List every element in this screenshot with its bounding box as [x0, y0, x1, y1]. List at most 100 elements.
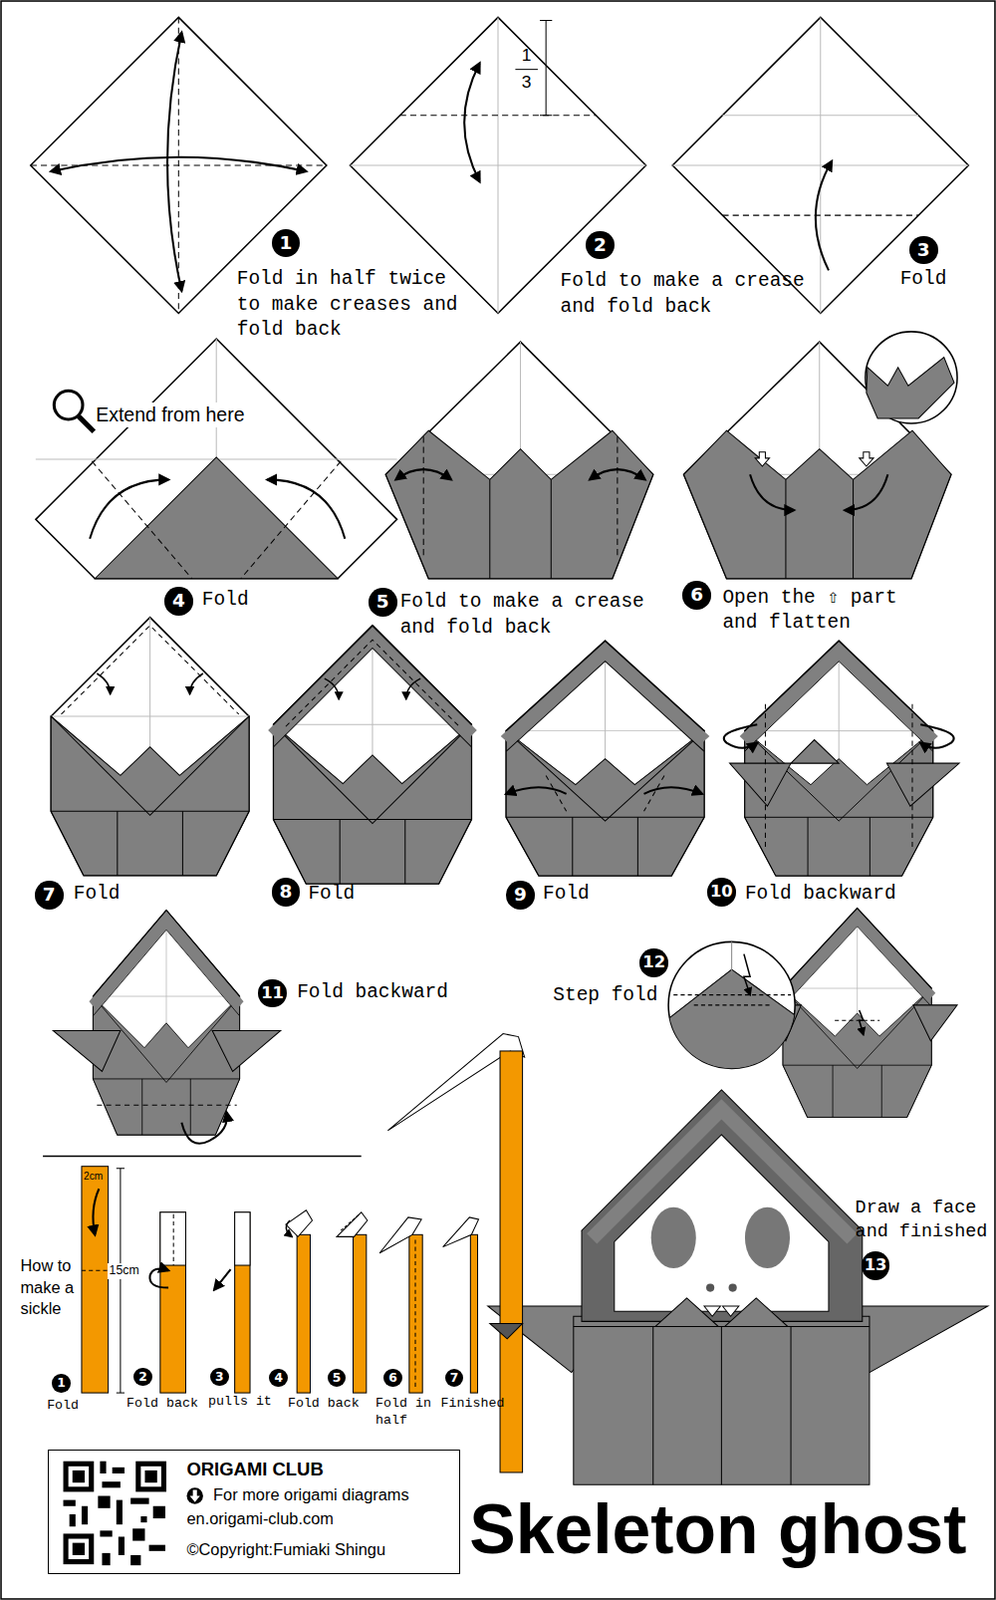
final-skeleton-ghost — [729, 1282, 738, 1291]
step-10-figure — [724, 640, 960, 876]
final-skeleton-ghost — [722, 1305, 739, 1316]
step-number-text: 2 — [593, 236, 607, 254]
step-6-figure — [818, 341, 820, 460]
step-number: 9 — [505, 880, 535, 910]
step-label: 2cm — [83, 1169, 103, 1183]
step-8-figure — [406, 678, 421, 699]
step-7-figure — [190, 673, 204, 694]
step-6-figure — [683, 430, 951, 579]
step-4-figure — [216, 338, 218, 460]
step-number: 4 — [268, 1368, 287, 1387]
sickle-steps — [353, 1234, 367, 1393]
sickle-steps — [81, 1269, 109, 1271]
step-3-figure — [815, 161, 832, 271]
step-label: How to make a sickle — [19, 1254, 86, 1319]
step-number-text: 7 — [450, 1371, 460, 1384]
step-number: 12 — [639, 948, 669, 978]
step-5-figure — [550, 479, 552, 578]
step-number: 2 — [133, 1367, 152, 1386]
qr-code — [130, 1554, 141, 1565]
step-2-figure — [514, 68, 538, 70]
footer-text: ORIGAMI CLUB — [186, 1458, 323, 1481]
step-number-text: 3 — [917, 241, 931, 259]
step-12-figure — [782, 908, 932, 1118]
step-4-figure — [78, 416, 94, 432]
step-label: Fold in half twice to make creases and f… — [237, 266, 460, 343]
step-10-figure — [911, 704, 913, 847]
step-4-figure — [91, 461, 192, 579]
step-12-figure — [673, 994, 791, 996]
sickle-steps — [173, 1214, 175, 1265]
step-8-figure — [285, 639, 460, 727]
step-10-figure — [724, 724, 757, 748]
step-10-figure — [745, 640, 934, 751]
footer-text: For more origami diagrams — [213, 1485, 410, 1504]
qr-code — [118, 1535, 125, 1554]
sickle-steps — [336, 1212, 368, 1238]
qr-code — [149, 1544, 166, 1551]
sickle-steps — [149, 1267, 169, 1287]
final-skeleton-ghost — [652, 1326, 654, 1486]
qr-code — [81, 1505, 88, 1524]
qr-code — [72, 1470, 85, 1483]
qr-code — [144, 1470, 157, 1483]
step-number: 5 — [368, 587, 398, 617]
qr-code — [63, 1461, 95, 1493]
final-skeleton-ghost — [573, 1315, 870, 1485]
step-5-figure — [589, 469, 645, 480]
step-number-text: 1 — [278, 234, 292, 252]
sickle-steps — [235, 1212, 250, 1393]
qr-code — [99, 1461, 106, 1474]
footer-text: en.origami-club.com — [186, 1508, 333, 1528]
step-number: 3 — [909, 236, 939, 265]
step-12-figure — [653, 969, 817, 1082]
sickle-steps — [285, 1220, 292, 1237]
step-12-figure — [694, 1003, 771, 1005]
qr-code — [63, 1499, 76, 1506]
step-8-figure — [273, 625, 473, 747]
down-arrow-icon — [190, 1489, 201, 1501]
step-label: Fold in half — [375, 1394, 435, 1430]
step-11-figure — [52, 910, 280, 1144]
step-7-figure — [96, 673, 110, 694]
step-number: 10 — [707, 877, 737, 907]
step-number-text: 3 — [215, 1370, 225, 1383]
step-10-figure — [886, 762, 960, 806]
step-5-figure — [423, 436, 425, 556]
qr-code — [135, 1461, 167, 1493]
sickle-steps — [214, 1268, 231, 1289]
step-label: Fold to make a crease and fold back — [400, 589, 656, 641]
step-10-figure — [745, 640, 934, 876]
step-label: Fold — [46, 1396, 79, 1414]
step-label: Step fold — [552, 983, 658, 1008]
step-6-figure — [749, 474, 794, 510]
step-9-figure — [505, 640, 705, 751]
step-12-figure — [782, 908, 932, 1007]
final-skeleton-ghost — [651, 1207, 697, 1268]
qr-code — [60, 1459, 169, 1567]
qr-code — [60, 1459, 169, 1567]
step-label: Draw a face and finished — [855, 1196, 993, 1245]
step-number-text: 9 — [513, 885, 527, 904]
step-2-figure — [497, 16, 498, 313]
qr-code — [63, 1532, 95, 1564]
final-skeleton-ghost — [790, 1326, 792, 1486]
final-skeleton-ghost — [573, 1325, 870, 1327]
final-skeleton-ghost — [706, 1282, 715, 1291]
qr-code — [130, 1497, 149, 1504]
qr-code — [68, 1466, 89, 1487]
sickle-steps — [116, 1167, 125, 1169]
qr-code — [72, 1542, 85, 1555]
step-number-text: 4 — [172, 591, 186, 610]
step-6-figure — [844, 474, 888, 510]
step-8-figure — [324, 678, 339, 699]
step-label: Fold — [307, 881, 355, 907]
sickle-steps — [81, 1166, 480, 1393]
step-5-figure — [396, 469, 452, 480]
step-12-figure — [913, 1004, 958, 1041]
step-3-figure — [722, 114, 919, 116]
